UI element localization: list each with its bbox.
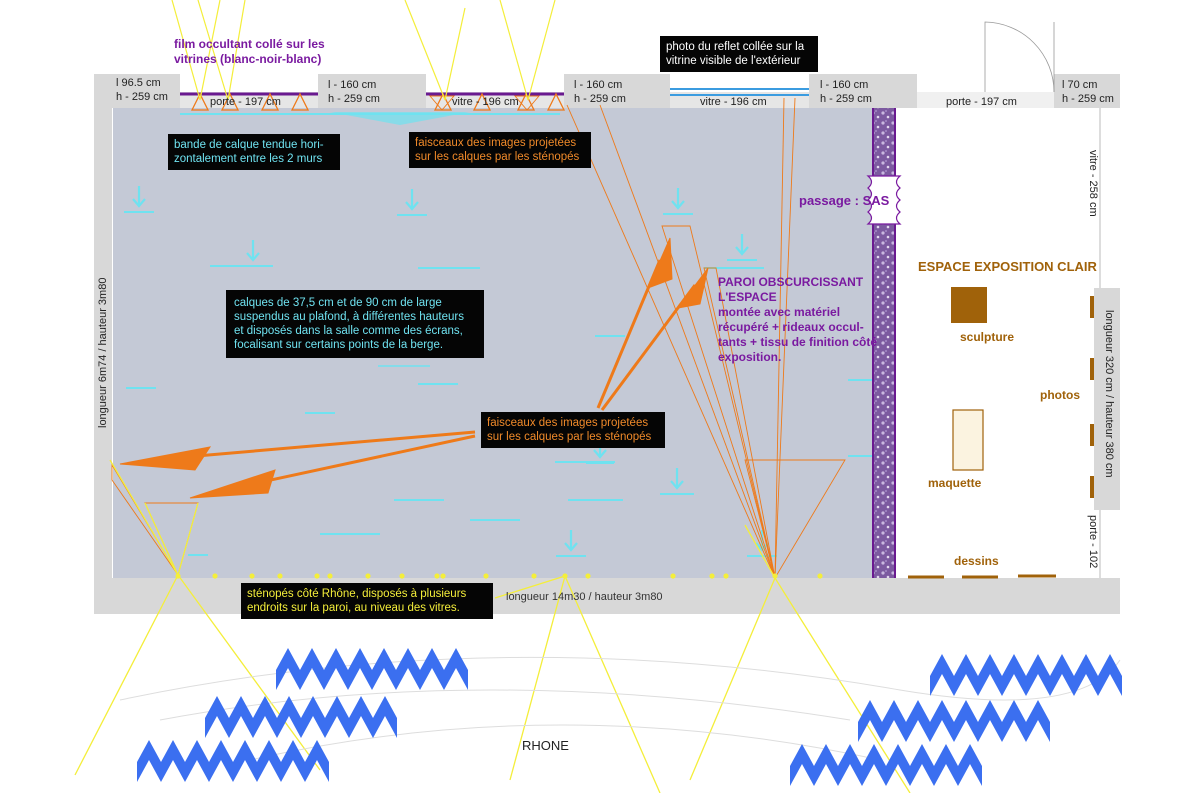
water-wave: [858, 700, 1050, 742]
bottom-yellow-rays: [74, 459, 911, 794]
water-wave: [205, 696, 397, 738]
left-wall: [94, 108, 112, 578]
note-stenopes: sténopés côté Rhône, disposés à plusieur…: [241, 583, 493, 619]
exhibit-room: [895, 108, 1100, 578]
orange-arrows: [119, 237, 709, 499]
sas-passage: [866, 175, 902, 225]
dessins-dashes: [908, 574, 1056, 579]
stenope-dot: [399, 573, 405, 579]
right-wall-segment: [1094, 288, 1120, 510]
note-faisceaux-top: faisceaux des images projetées sur les c…: [409, 132, 591, 168]
stenope-dot: [249, 573, 255, 579]
bottom-wall-label: longueur 14m30 / hauteur 3m80: [506, 591, 663, 603]
note-faisceaux-mid: faisceaux des images projetées sur les c…: [481, 412, 665, 448]
sculpture-label: sculpture: [960, 330, 1015, 344]
stenope-dots: [175, 573, 823, 579]
stenope-dot: [175, 573, 181, 579]
wall-label-porte-2: porte - 197 cm: [946, 96, 1017, 108]
note-photo-reflet: photo du reflet collée sur la vitrine vi…: [660, 36, 818, 72]
stenope-dot: [585, 573, 591, 579]
passage-label: passage : SAS: [799, 193, 890, 208]
top-pier-5: [1054, 74, 1120, 108]
top-pier-1: [94, 74, 180, 108]
down-arrow-icon: [564, 530, 578, 552]
down-arrow-icon: [735, 234, 749, 256]
water-wave: [137, 740, 329, 782]
stenope-dot: [723, 573, 729, 579]
stenope-dot: [440, 573, 446, 579]
calque-screens: [124, 186, 872, 557]
top-pier-3: [564, 74, 670, 108]
note-paroi-body: montée avec matériel récupéré + rideaux …: [718, 305, 878, 364]
note-calques: calques de 37,5 cm et de 90 cm de large …: [226, 290, 484, 358]
right-wall-porte-label: porte - 102: [1087, 515, 1099, 569]
wall-label-vitre-1: vitre - 196 cm: [452, 96, 519, 108]
photos-label: photos: [1040, 388, 1080, 402]
water-wave: [276, 648, 468, 690]
exhibit-title: ESPACE EXPOSITION CLAIR: [918, 259, 1097, 274]
stenope-dot: [670, 573, 676, 579]
note-bande-calque: bande de calque tendue hori- zontalement…: [168, 134, 340, 170]
down-arrow-icon: [671, 188, 685, 210]
maquette-block: [952, 409, 984, 471]
stenope-dot: [772, 573, 778, 579]
dessins-label: dessins: [954, 554, 999, 568]
wall-label-vitre-2: vitre - 196 cm: [700, 96, 767, 108]
water-wave: [790, 744, 982, 786]
river-waves: [137, 648, 1122, 786]
maquette-label: maquette: [928, 476, 982, 490]
stenope-dot: [327, 573, 333, 579]
stenope-dot: [212, 573, 218, 579]
note-paroi-title: PAROI OBSCURCISSANT L'ESPACE: [718, 275, 864, 304]
down-arrow-icon: [132, 186, 146, 208]
down-arrow-icon: [405, 189, 419, 211]
down-arrow-icon: [755, 530, 769, 552]
stenope-dot: [483, 573, 489, 579]
down-arrow-icon: [246, 240, 260, 262]
top-yellow-rays: [171, 0, 556, 101]
stenope-dot: [531, 573, 537, 579]
wall-label-porte-1: porte - 197 cm: [210, 96, 281, 108]
partition-wall: [873, 108, 895, 578]
top-pier-2: [318, 74, 426, 108]
top-pier-4: [809, 74, 917, 108]
river-label: RHONE: [522, 738, 569, 753]
right-wall-vitre-label: vitre - 258 cm: [1087, 150, 1099, 217]
stenope-dot: [817, 573, 823, 579]
orange-beams: [111, 95, 846, 580]
stenope-dot: [709, 573, 715, 579]
note-film: film occultant collé sur les vitrines (b…: [174, 37, 325, 66]
stenope-dot: [562, 573, 568, 579]
stenope-dot: [434, 573, 440, 579]
water-wave: [930, 654, 1122, 696]
left-wall-label: longueur 6m74 / hauteur 3m80: [97, 277, 109, 428]
top-wall-triangles: [190, 92, 566, 111]
down-arrow-icon: [670, 468, 684, 490]
stenope-dot: [277, 573, 283, 579]
stenope-dot: [314, 573, 320, 579]
stenope-dot: [365, 573, 371, 579]
right-wall-longueur-label: longueur 320 cm / hauteur 380 cm: [1103, 310, 1115, 478]
sculpture-block: [951, 287, 987, 323]
